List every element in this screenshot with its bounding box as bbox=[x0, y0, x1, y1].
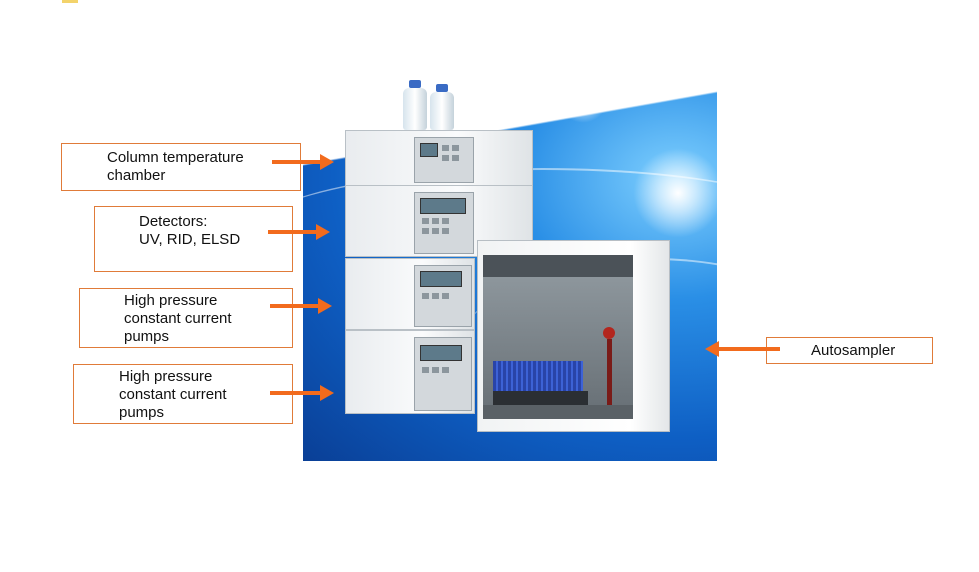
arrow-right-icon bbox=[270, 385, 334, 401]
label-text: constant current bbox=[119, 386, 227, 403]
label-detectors: Detectors: UV, RID, ELSD bbox=[94, 206, 293, 272]
arrow-right-icon bbox=[270, 298, 332, 314]
label-text: High pressure bbox=[124, 292, 218, 309]
hplc-system-photo bbox=[303, 58, 717, 461]
label-pumps-2: High pressure constant current pumps bbox=[73, 364, 293, 424]
arrow-left-icon bbox=[705, 341, 780, 357]
label-text: Autosampler bbox=[811, 342, 896, 359]
column-temperature-chamber-module bbox=[345, 130, 533, 186]
label-pumps-1: High pressure constant current pumps bbox=[79, 288, 293, 348]
top-mark bbox=[62, 0, 78, 3]
arrow-right-icon bbox=[268, 224, 330, 240]
solvent-bottle bbox=[403, 88, 427, 130]
label-column-temperature-chamber: Column temperature chamber bbox=[61, 143, 301, 191]
label-text: Column temperature bbox=[107, 149, 244, 166]
pump-module bbox=[345, 330, 475, 414]
pump-module bbox=[345, 258, 475, 330]
solvent-bottle bbox=[430, 92, 454, 130]
label-autosampler: Autosampler bbox=[766, 337, 933, 364]
label-text: pumps bbox=[119, 404, 165, 421]
autosampler-module bbox=[477, 240, 670, 432]
label-text: constant current bbox=[124, 310, 232, 327]
label-text: pumps bbox=[124, 328, 170, 345]
label-text: Detectors: bbox=[139, 213, 208, 230]
label-text: UV, RID, ELSD bbox=[139, 231, 241, 248]
label-text: High pressure bbox=[119, 368, 213, 385]
arrow-right-icon bbox=[272, 154, 334, 170]
label-text: chamber bbox=[107, 167, 166, 184]
detector-module bbox=[345, 185, 533, 257]
